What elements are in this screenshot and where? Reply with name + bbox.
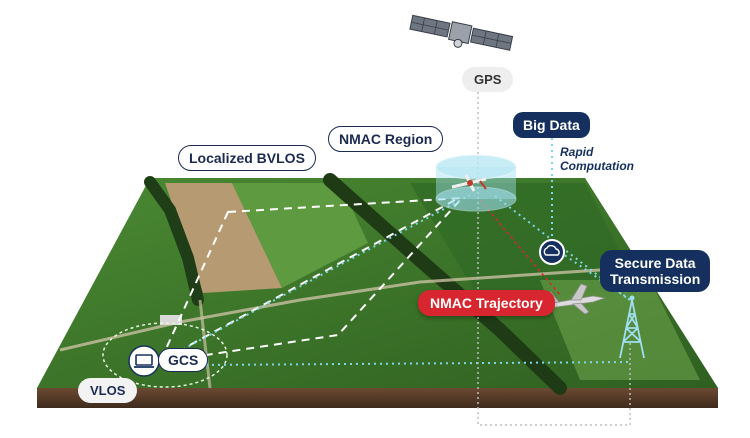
localized-bvlos-label: Localized BVLOS — [178, 145, 316, 171]
nmac-trajectory-line — [479, 199, 561, 296]
vlos-label: VLOS — [78, 378, 138, 403]
secure-data-label: Secure Data Transmission — [600, 250, 711, 292]
nmac-trajectory-label: NMAC Trajectory — [418, 290, 555, 316]
rapid-text: Rapid — [560, 145, 594, 159]
cylinder-top — [435, 154, 517, 180]
road-2 — [198, 299, 212, 389]
satellite-icon — [409, 14, 514, 51]
nmac-region-label: NMAC Region — [328, 126, 444, 152]
farm-building — [160, 315, 182, 325]
link-cloud-tower — [559, 251, 631, 301]
rapid-computation-note: Rapid Computation — [560, 145, 634, 173]
laptop-icon — [128, 345, 160, 377]
secure-line-2: Transmission — [610, 271, 701, 287]
terrain-soil-edge — [37, 388, 718, 408]
computation-text: Computation — [560, 159, 634, 173]
gcs-label: GCS — [158, 348, 209, 372]
bvlos-boundary — [158, 196, 465, 364]
gps-label: GPS — [462, 67, 514, 92]
light-field — [232, 183, 368, 288]
cloud-icon — [539, 239, 565, 265]
vlos-ellipse — [102, 322, 228, 388]
cylinder-bottom — [435, 186, 517, 212]
terrain — [37, 173, 718, 408]
treeline-left — [144, 176, 204, 306]
secure-line-1: Secure Data — [614, 255, 696, 271]
big-data-label: Big Data — [513, 112, 590, 138]
drone-icon — [451, 174, 487, 192]
link-gcs-tower — [199, 361, 633, 366]
link-gcs-nmac — [177, 194, 471, 353]
road — [59, 268, 601, 352]
nmac-region-cylinder — [435, 154, 517, 212]
gps-loop — [477, 92, 631, 426]
